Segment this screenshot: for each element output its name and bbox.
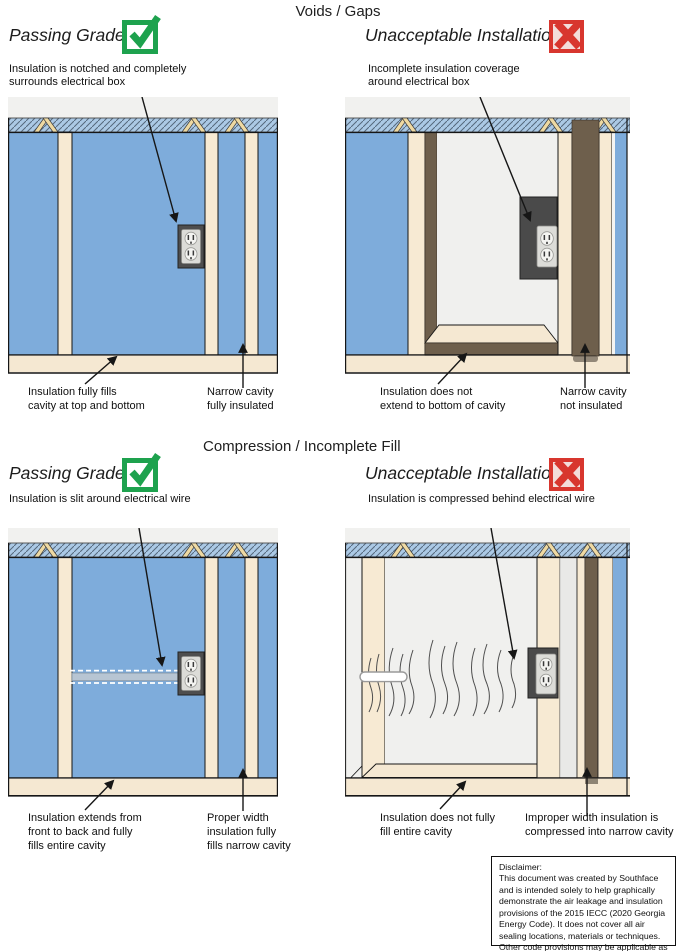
compressed-narrow-cavity [584,556,599,779]
check-icon [122,15,161,54]
bottom-plate [8,778,278,796]
diagram-voids-unacceptable [345,97,630,388]
bottom-plate [345,355,630,373]
x-icon [549,458,584,491]
insulation-batt [8,132,278,355]
diagram-label: Narrow cavity fully insulated [207,386,274,412]
arrows [84,97,248,388]
ceiling-band [345,528,630,543]
diagram-compression-passing [8,528,278,811]
truss-wedges [33,542,250,558]
unacceptable-header: Unacceptable Installation [365,25,561,45]
insulation-batt [8,557,278,778]
x-glyph [554,20,582,50]
diagram-label: Insulation does not extend to bottom of … [380,386,506,412]
section-title-compression: Compression / Incomplete Fill [203,438,401,455]
cavity-floor [360,763,562,778]
arrows [84,528,248,811]
diagram-label: Insulation does not fully fill entire ca… [380,812,495,838]
insulation-batt [615,132,627,355]
arrows [439,528,592,816]
bottom-plate [8,355,278,373]
diagram-label: Narrow cavity not insulated [560,386,627,412]
diagram-voids-passing [8,97,278,388]
unacceptable-header: Unacceptable Installation [365,463,561,483]
empty-cavity [345,557,362,778]
stud [557,131,573,356]
arrows [437,97,590,388]
compressed-insulation-waves [368,639,517,719]
check-icon [122,453,161,492]
insulation-batt [613,557,627,778]
ceiling-band [8,528,278,543]
truss-wedges [392,117,617,133]
callout-voids-unacceptable: Incomplete insulation coverage around el… [368,63,520,89]
stud [597,556,614,779]
empty-cavity [385,557,537,778]
diagram-label: Insulation fully fills cavity at top and… [28,386,145,412]
stud [361,556,386,779]
diagram-compression-unacceptable [345,528,630,816]
stud [598,131,613,356]
ceiling-band [345,97,630,118]
exposed-cavity-bottom [424,342,559,356]
insulation-batt [345,132,408,355]
disclaimer-body: This document was created by Southface a… [499,873,668,951]
callout-compression-unacceptable: Insulation is compressed behind electric… [368,493,595,505]
passing-grade-header: Passing Grade [9,463,125,483]
callout-voids-passing: Insulation is notched and completely sur… [9,63,187,89]
studs [57,131,259,356]
disclaimer-title: Disclaimer: [499,862,542,872]
uninsulated-narrow-cavity [571,119,600,357]
section-title-voids-gaps: Voids / Gaps [295,3,381,20]
outlet-box [177,651,205,696]
outlet-box [519,196,558,280]
stud [576,556,586,779]
cavity-floor [424,324,559,344]
x-glyph [554,458,582,488]
truss-wedges [390,542,603,558]
diagram-label: Proper width insulation fully fills narr… [207,812,291,852]
x-icon [549,20,584,53]
diagram-label: Insulation extends from front to back an… [28,812,142,852]
ceiling-band [8,97,278,118]
callout-compression-passing: Insulation is slit around electrical wir… [9,493,191,505]
stud [407,131,426,356]
check-glyph [129,453,161,487]
studs [57,556,259,779]
outlet-box [177,224,205,269]
outlet-box [527,647,559,699]
passing-grade-header: Passing Grade [9,25,125,45]
electrical-wire [71,672,179,682]
disclaimer-box: Disclaimer: This document was created by… [491,856,676,951]
diagram-label: Improper width insulation is compressed … [525,812,674,838]
bottom-plate [345,778,630,796]
check-glyph [129,15,161,49]
electrical-wire [359,671,408,683]
shadow [585,778,598,784]
exposed-cavity-side [424,131,438,356]
